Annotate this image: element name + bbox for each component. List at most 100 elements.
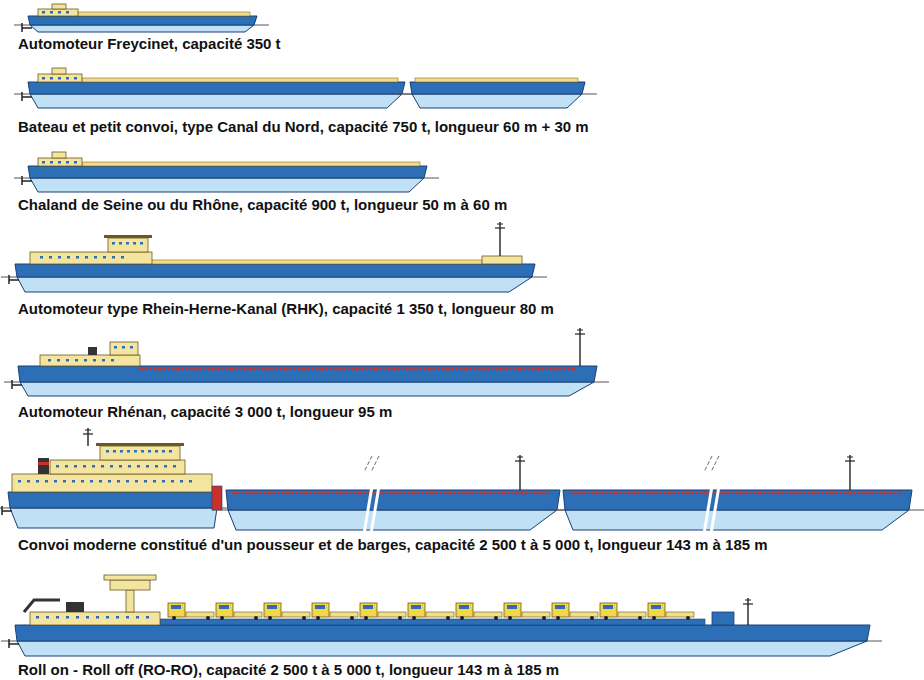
truck-cab bbox=[456, 603, 473, 617]
window bbox=[189, 480, 192, 483]
deckhouse bbox=[50, 460, 185, 474]
window bbox=[99, 480, 102, 483]
window bbox=[110, 465, 113, 468]
window bbox=[111, 359, 114, 362]
window bbox=[117, 480, 120, 483]
window bbox=[136, 616, 139, 619]
hull-underwater bbox=[17, 277, 532, 292]
window bbox=[103, 256, 106, 259]
window bbox=[66, 77, 69, 80]
break-mark bbox=[711, 456, 719, 472]
window bbox=[116, 616, 119, 619]
bow-cabin bbox=[712, 612, 734, 625]
window bbox=[58, 77, 61, 80]
caption: Automoteur type Rhein-Herne-Kanal (RHK),… bbox=[18, 301, 554, 317]
window bbox=[121, 256, 124, 259]
window bbox=[40, 256, 43, 259]
truck-wheel bbox=[638, 616, 642, 620]
window bbox=[36, 480, 39, 483]
mast-arm bbox=[847, 457, 853, 458]
hull bbox=[8, 492, 220, 508]
window bbox=[81, 480, 84, 483]
truck-cab bbox=[264, 603, 281, 617]
hull-underwater bbox=[30, 94, 402, 108]
window bbox=[130, 346, 133, 349]
truck-wheel bbox=[398, 616, 402, 620]
hull-underwater bbox=[412, 94, 582, 108]
truck-trailer bbox=[618, 612, 646, 617]
window bbox=[146, 465, 149, 468]
truck-wheel bbox=[556, 616, 560, 620]
window bbox=[58, 161, 61, 164]
mast-arm bbox=[515, 460, 525, 461]
window bbox=[141, 450, 144, 453]
cabin bbox=[38, 158, 82, 166]
window bbox=[65, 465, 68, 468]
truck-cab bbox=[504, 603, 521, 617]
truck-trailer bbox=[666, 612, 694, 617]
window bbox=[128, 465, 131, 468]
window bbox=[148, 450, 151, 453]
truck-cab bbox=[216, 603, 233, 617]
window bbox=[58, 256, 61, 259]
window bbox=[728, 615, 731, 618]
window bbox=[119, 242, 122, 245]
hull-underwater bbox=[10, 508, 217, 528]
truck-trailer bbox=[474, 612, 502, 617]
window bbox=[84, 359, 87, 362]
wheelhouse bbox=[52, 4, 66, 9]
cargo-hatch bbox=[82, 78, 398, 82]
mast-arm bbox=[743, 603, 753, 604]
window bbox=[90, 480, 93, 483]
hull bbox=[563, 490, 912, 510]
vehicle-deck bbox=[160, 619, 705, 625]
caption: Automoteur Rhénan, capacité 3 000 t, lon… bbox=[18, 404, 392, 420]
window bbox=[42, 161, 45, 164]
mast-arm bbox=[83, 433, 93, 434]
truck-wheel bbox=[364, 616, 368, 620]
bow-cabin bbox=[482, 256, 522, 264]
truck-wheel bbox=[350, 616, 354, 620]
window bbox=[112, 242, 115, 245]
cargo-hatch bbox=[78, 12, 250, 16]
window bbox=[137, 465, 140, 468]
window bbox=[405, 170, 408, 173]
wheelhouse bbox=[52, 68, 66, 74]
truck-window bbox=[315, 605, 325, 609]
rudder bbox=[21, 92, 23, 101]
window bbox=[93, 359, 96, 362]
window bbox=[66, 359, 69, 362]
rhk-motor-barge bbox=[1, 222, 547, 292]
window bbox=[45, 480, 48, 483]
truck-window bbox=[363, 605, 373, 609]
mast-arm bbox=[745, 600, 751, 601]
window bbox=[94, 256, 97, 259]
truck-window bbox=[219, 605, 229, 609]
window bbox=[162, 480, 165, 483]
window bbox=[133, 242, 136, 245]
rhine-motor-barge bbox=[4, 328, 609, 396]
rudder bbox=[9, 279, 19, 281]
truck-wheel bbox=[494, 616, 498, 620]
hull-underwater bbox=[30, 25, 254, 32]
window bbox=[144, 480, 147, 483]
break-mark bbox=[711, 486, 719, 534]
window bbox=[120, 450, 123, 453]
mast-arm bbox=[577, 330, 583, 331]
seine-barge bbox=[14, 152, 439, 192]
window bbox=[171, 480, 174, 483]
window bbox=[18, 480, 21, 483]
window bbox=[102, 359, 105, 362]
hull-underwater bbox=[30, 178, 424, 192]
window bbox=[76, 616, 79, 619]
window bbox=[119, 465, 122, 468]
mast-arm bbox=[845, 460, 855, 461]
window bbox=[42, 11, 45, 14]
window bbox=[108, 480, 111, 483]
window bbox=[42, 77, 45, 80]
window bbox=[63, 480, 66, 483]
window bbox=[572, 86, 575, 89]
rudder bbox=[11, 380, 13, 389]
mast-arm bbox=[575, 333, 585, 334]
